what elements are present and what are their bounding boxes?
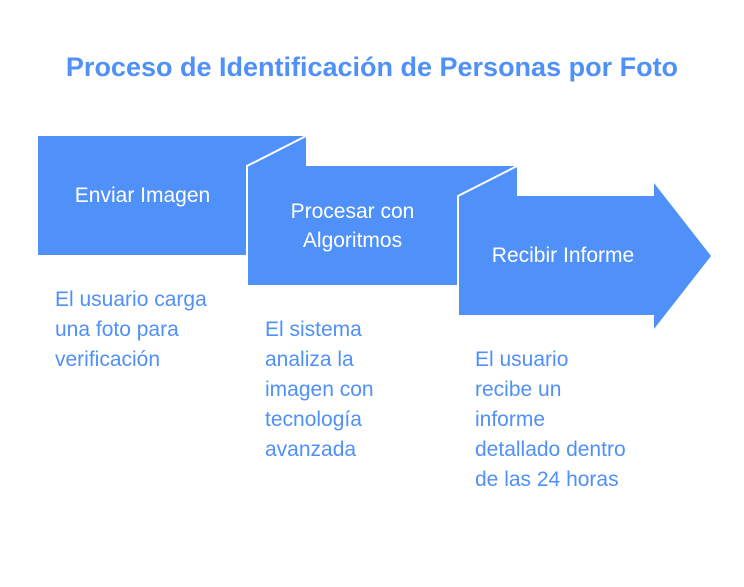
step-3-description: El usuario recibe un informe detallado d… bbox=[475, 348, 626, 491]
step-3-arrow bbox=[458, 183, 711, 329]
step-1-label: Enviar Imagen bbox=[74, 184, 211, 207]
diagram-title: Proceso de Identificación de Personas po… bbox=[65, 52, 679, 82]
step-1-description: El usuario carga una foto para verificac… bbox=[55, 288, 207, 371]
step-2-label: Procesar con Algoritmos bbox=[247, 197, 458, 255]
step-2-box bbox=[247, 166, 517, 285]
step-2-label-line-1: Procesar con bbox=[290, 200, 415, 223]
fold-line-2 bbox=[457, 165, 518, 315]
step-3-label: Recibir Informe bbox=[491, 244, 635, 267]
fold-line-1 bbox=[246, 135, 307, 285]
step-2-label-line-2: Algoritmos bbox=[302, 229, 403, 252]
step-2-description: El sistema analiza la imagen con tecnolo… bbox=[265, 318, 374, 461]
step-1-box bbox=[38, 136, 306, 255]
